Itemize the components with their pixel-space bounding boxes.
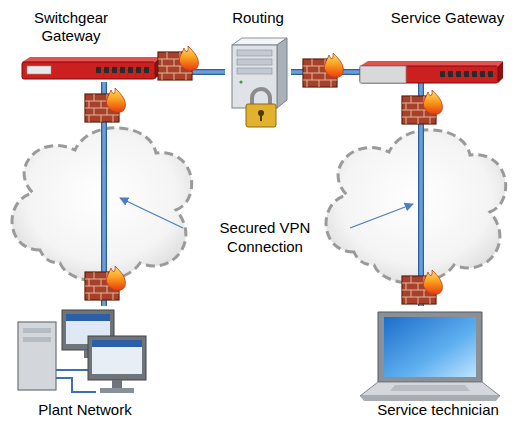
firewall-icon bbox=[303, 53, 343, 87]
gateway-node: Service Gateway bbox=[360, 5, 505, 83]
router-node: Routing bbox=[225, 5, 291, 127]
padlock-icon bbox=[246, 89, 276, 127]
node-label: Switchgear Gateway bbox=[15, 9, 127, 45]
node-label: Routing bbox=[225, 9, 291, 27]
gateway-node: Switchgear Gateway bbox=[15, 5, 160, 82]
endpoint-node: Service technician bbox=[358, 306, 518, 423]
node-label: Service technician bbox=[358, 401, 518, 419]
switchgear-gateway-device bbox=[22, 57, 160, 79]
leader-arrow bbox=[120, 198, 183, 228]
node-label: Service Gateway bbox=[390, 9, 505, 27]
routing-server bbox=[232, 38, 287, 108]
plant-computers bbox=[18, 310, 146, 393]
firewall-icon bbox=[85, 266, 125, 300]
leader-arrow bbox=[350, 204, 413, 228]
firewall-icon bbox=[85, 88, 125, 122]
endpoint-node: Plant Network bbox=[15, 306, 155, 423]
cloud-right bbox=[326, 130, 506, 283]
firewall-icon bbox=[158, 46, 198, 80]
laptop bbox=[360, 312, 500, 401]
service-gateway-device bbox=[360, 61, 503, 83]
node-label: Plant Network bbox=[15, 401, 155, 419]
firewall-icon bbox=[402, 270, 442, 304]
firewall-icon bbox=[402, 90, 442, 124]
connection-label: Secured VPN Connection bbox=[205, 218, 325, 256]
